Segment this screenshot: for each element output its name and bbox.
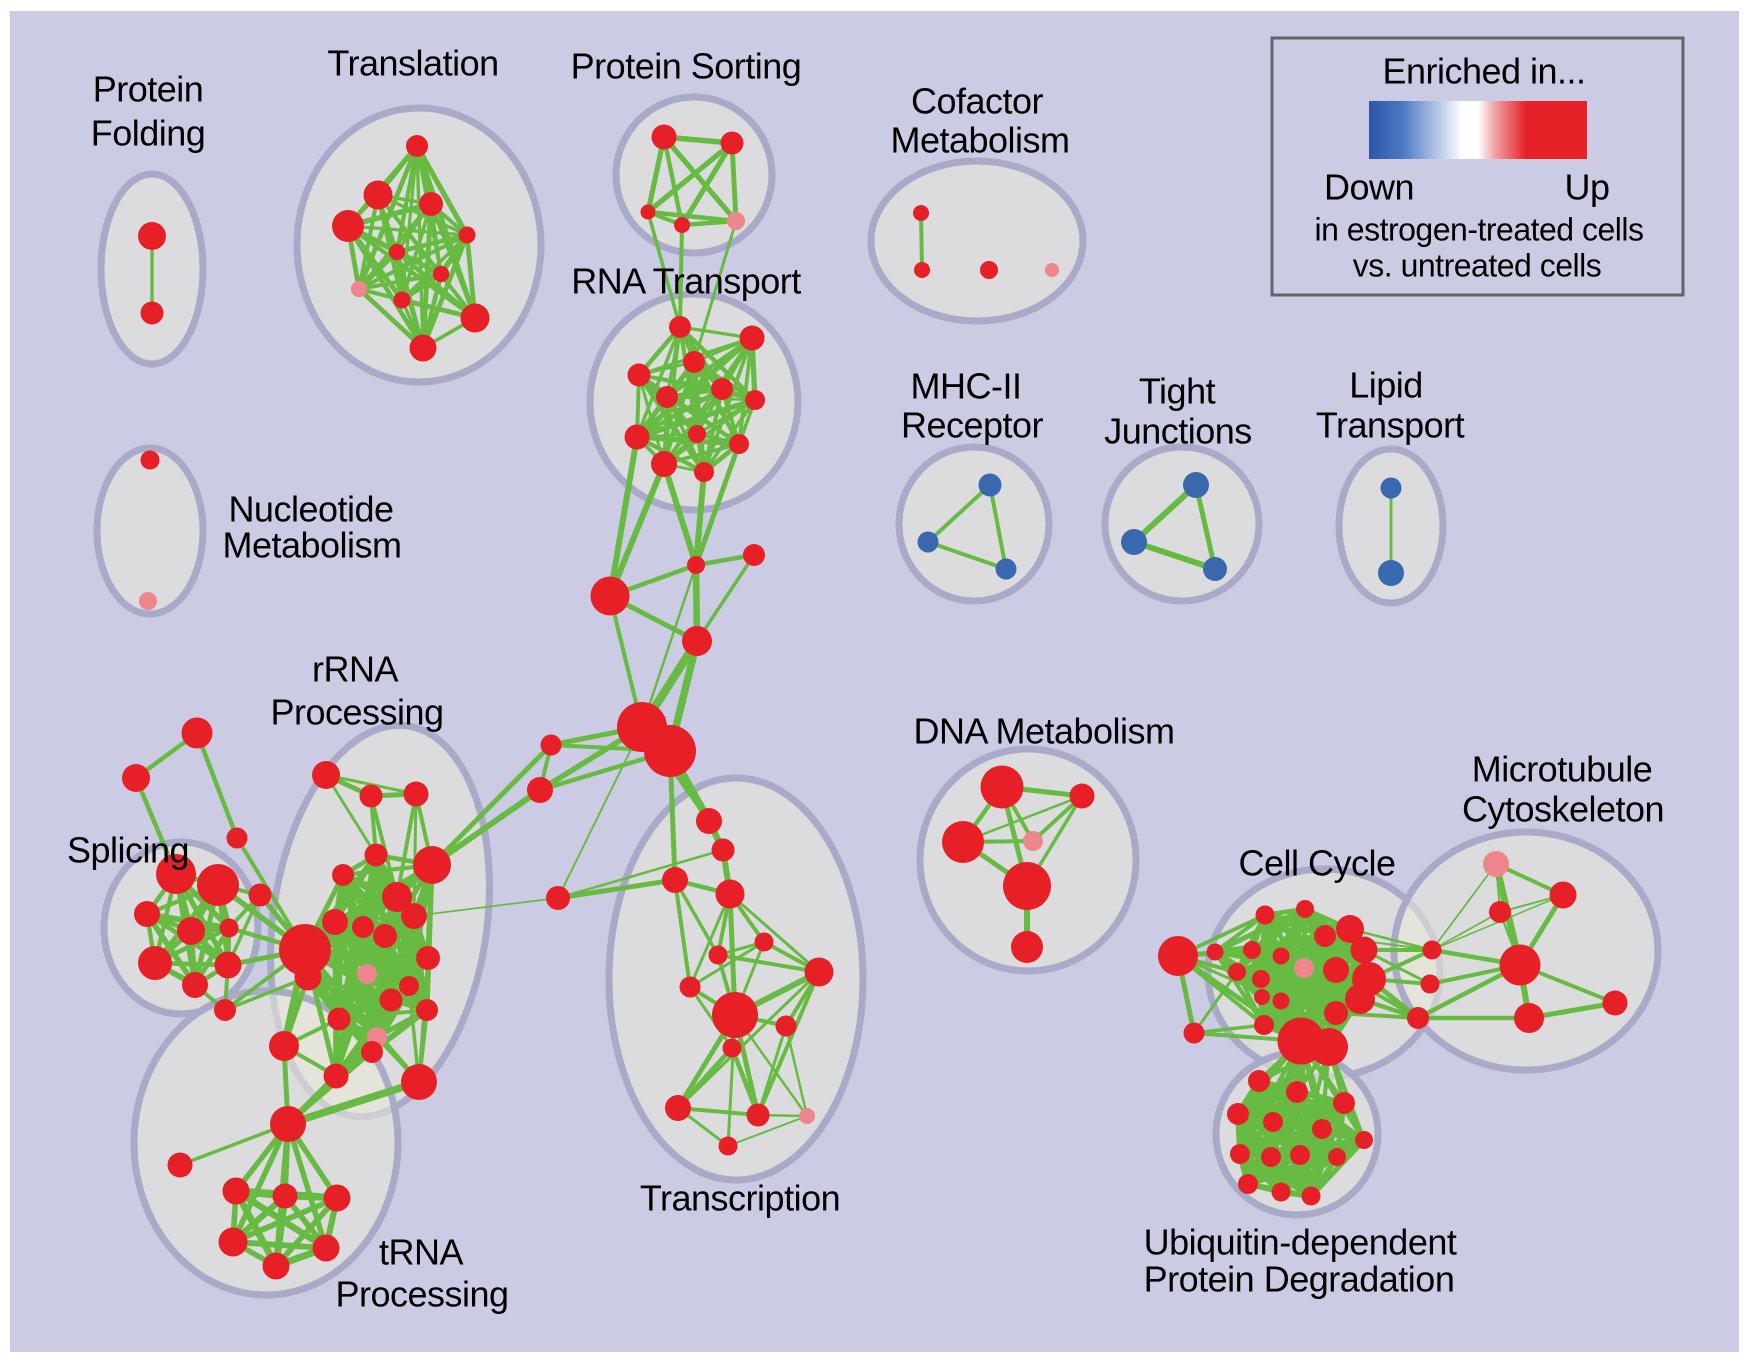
svg-text:Ubiquitin-dependent: Ubiquitin-dependent: [1144, 1222, 1457, 1263]
svg-text:Protein: Protein: [93, 69, 204, 110]
svg-text:Cytoskeleton: Cytoskeleton: [1462, 789, 1664, 830]
svg-text:tRNA: tRNA: [379, 1232, 463, 1273]
svg-text:Microtubule: Microtubule: [1472, 749, 1653, 790]
svg-text:vs. untreated cells: vs. untreated cells: [1353, 247, 1601, 283]
svg-text:Cell Cycle: Cell Cycle: [1238, 843, 1395, 884]
svg-text:Metabolism: Metabolism: [890, 120, 1069, 161]
svg-text:Protein Degradation: Protein Degradation: [1144, 1259, 1455, 1300]
svg-text:Translation: Translation: [327, 43, 498, 84]
svg-text:Receptor: Receptor: [901, 405, 1044, 446]
svg-text:in estrogen-treated cells: in estrogen-treated cells: [1314, 211, 1643, 247]
svg-text:DNA Metabolism: DNA Metabolism: [913, 711, 1174, 752]
svg-text:Junctions: Junctions: [1104, 411, 1252, 452]
svg-text:Up: Up: [1564, 167, 1609, 208]
svg-text:Transcription: Transcription: [640, 1178, 840, 1219]
svg-text:Splicing: Splicing: [67, 830, 189, 871]
svg-text:MHC-II: MHC-II: [911, 366, 1022, 407]
svg-text:RNA Transport: RNA Transport: [571, 261, 801, 302]
svg-text:Lipid: Lipid: [1349, 365, 1423, 406]
svg-text:Protein Sorting: Protein Sorting: [571, 46, 802, 87]
svg-text:Nucleotide: Nucleotide: [228, 489, 393, 530]
svg-text:Processing: Processing: [270, 692, 443, 733]
svg-text:Folding: Folding: [91, 113, 206, 154]
svg-text:Tight: Tight: [1139, 371, 1216, 412]
svg-text:Cofactor: Cofactor: [911, 81, 1044, 122]
svg-text:Processing: Processing: [335, 1274, 508, 1315]
svg-text:Metabolism: Metabolism: [222, 525, 401, 566]
svg-text:rRNA: rRNA: [312, 649, 398, 690]
svg-text:Transport: Transport: [1316, 405, 1465, 446]
svg-text:Down: Down: [1324, 167, 1414, 208]
svg-text:Enriched in...: Enriched in...: [1382, 51, 1585, 92]
